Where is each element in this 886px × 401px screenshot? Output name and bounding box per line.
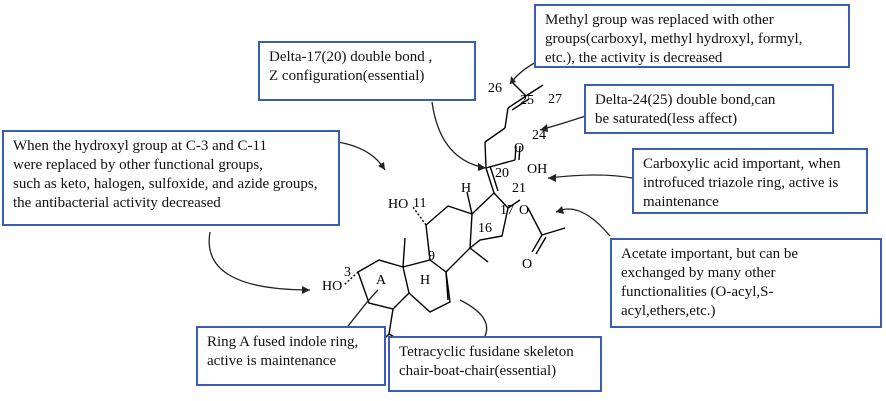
atom-label-16: 16 — [478, 221, 492, 236]
ring-d — [469, 192, 509, 249]
atom-label-27: 27 — [548, 92, 562, 107]
arrowhead-methyl — [510, 76, 516, 84]
arrowhead-hydroxyl — [378, 162, 385, 170]
annotation-ring-a-text: Ring A fused indole ring, active is main… — [207, 334, 359, 369]
atom-label-3: 3 — [344, 265, 351, 280]
atom-label-25: 25 — [520, 93, 534, 108]
arrow-hydroxyl-back — [208, 231, 311, 291]
annotation-acetate: Acetate important, but can be exchanged … — [610, 238, 882, 328]
atom-label-24: 24 — [532, 128, 546, 143]
atom-label-11: 11 — [413, 196, 426, 211]
arrow-hydroxyl — [337, 141, 386, 171]
atom-label-20: 20 — [495, 166, 509, 181]
ring-b — [402, 259, 451, 313]
annotation-carboxylic-text: Carboxylic acid important, when introfuc… — [643, 156, 841, 210]
annotation-hydroxyl-text: When the hydroxyl group at C-3 and C-11 … — [13, 138, 318, 211]
annotation-delta17-text: Delta-17(20) double bond , Z configurati… — [269, 49, 433, 84]
annotation-carboxylic-acid: Carboxylic acid important, when introfuc… — [632, 148, 868, 214]
annotation-ring-a: Ring A fused indole ring, active is main… — [196, 326, 386, 386]
annotation-hydroxyl-groups: When the hydroxyl group at C-3 and C-11 … — [2, 130, 340, 226]
annotation-methyl-text: Methyl group was replaced with other gro… — [545, 12, 803, 66]
annotation-acetate-text: Acetate important, but can be exchanged … — [621, 246, 799, 319]
atom-label-o-acid-carbonyl: O — [514, 141, 524, 156]
arrowhead-carboxylic — [548, 174, 556, 182]
atom-label-h-top: H — [461, 181, 471, 196]
annotation-tetracyclic-skeleton: Tetracyclic fusidane skeleton chair-boat… — [388, 336, 602, 392]
arrow-delta17 — [431, 101, 487, 169]
atom-label-oh-acid: OH — [527, 162, 547, 177]
atom-label-ho3: HO — [322, 279, 342, 294]
annotation-delta-17-20: Delta-17(20) double bond , Z configurati… — [258, 41, 476, 101]
atom-label-26: 26 — [488, 81, 502, 96]
arrow-carboxylic — [547, 174, 633, 179]
annotation-delta24-text: Delta-24(25) double bond,can be saturate… — [595, 92, 776, 127]
arrow-acetate — [555, 208, 611, 237]
atom-label-ho11: HO — [388, 197, 408, 212]
annotation-tetracyclic-text: Tetracyclic fusidane skeleton chair-boat… — [399, 344, 574, 379]
atom-label-o-acetate: O — [519, 203, 529, 218]
ring-c — [425, 205, 473, 273]
atom-label-17: 17 — [500, 203, 514, 218]
annotation-methyl-group: Methyl group was replaced with other gro… — [534, 4, 850, 68]
arrowhead-hydroxyl-back — [302, 286, 310, 294]
atom-label-9: 9 — [428, 249, 435, 264]
annotation-delta-24-25: Delta-24(25) double bond,can be saturate… — [584, 84, 834, 134]
atom-label-o-acetate-carbonyl: O — [522, 257, 532, 272]
ring-label-a: A — [376, 273, 387, 288]
atom-label-h-mid: H — [420, 273, 430, 288]
arrowhead-delta17 — [478, 163, 486, 171]
arrowhead-delta24 — [540, 124, 548, 132]
atom-label-21: 21 — [512, 181, 526, 196]
arrowhead-acetate — [556, 206, 564, 214]
